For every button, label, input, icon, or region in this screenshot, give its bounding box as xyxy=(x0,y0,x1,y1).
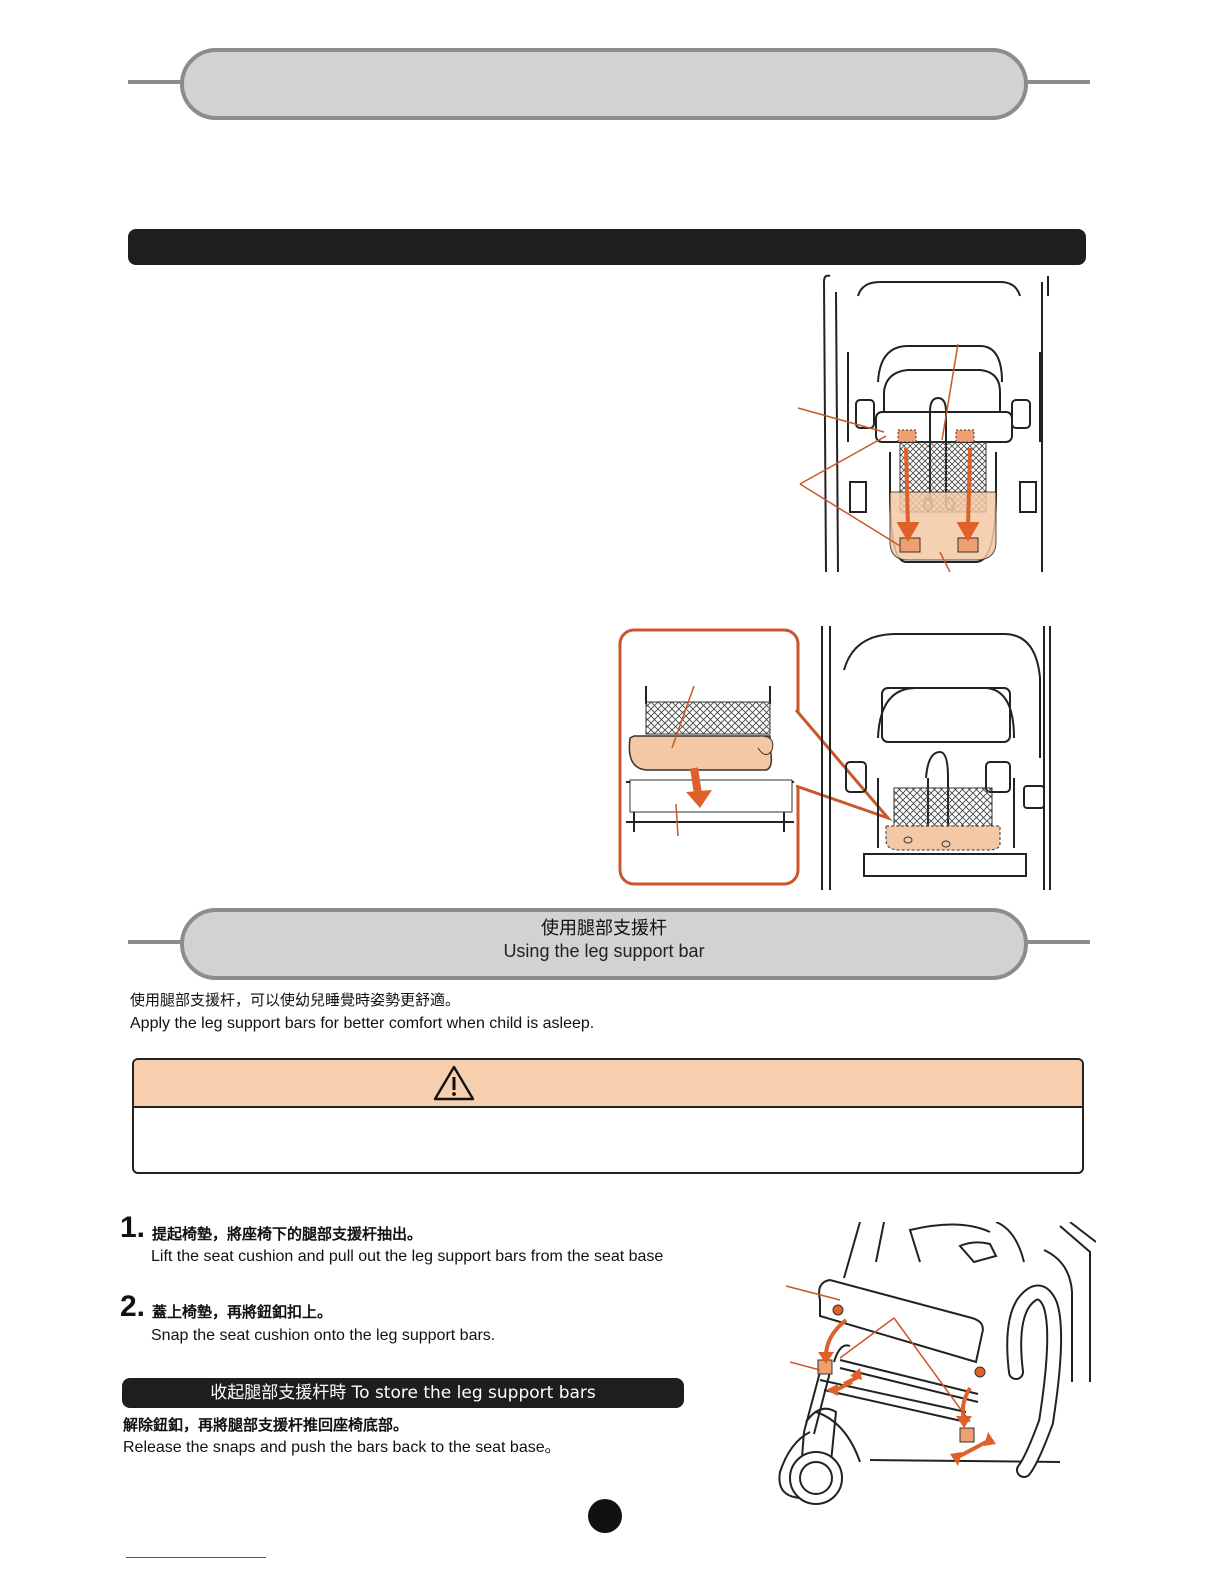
stroller-seat-illustration-1 xyxy=(797,274,1049,572)
store-text-en: Release the snaps and push the bars back… xyxy=(123,1439,561,1456)
section-header-line-left xyxy=(128,940,188,944)
step-1-number: 1. xyxy=(120,1211,146,1244)
intro-text-en: Apply the leg support bars for better co… xyxy=(130,1015,595,1032)
warning-triangle-icon xyxy=(433,1065,475,1101)
step-1-text-en: Lift the seat cushion and pull out the l… xyxy=(151,1248,664,1265)
warning-header xyxy=(134,1060,1082,1108)
store-text-zh: 解除鈕釦，再將腿部支援杆推回座椅底部。 xyxy=(123,1416,409,1434)
step-2-text-en: Snap the seat cushion onto the leg suppo… xyxy=(151,1327,496,1344)
top-header-pill xyxy=(180,48,1028,120)
section-header-line-right xyxy=(1024,940,1090,944)
top-header-line-left xyxy=(128,80,188,84)
section-title-zh: 使用腿部支援杆 xyxy=(541,918,667,939)
top-header-line-right xyxy=(1024,80,1090,84)
step-2-number: 2. xyxy=(120,1290,146,1323)
section-title-en: Using the leg support bar xyxy=(503,941,705,961)
page-number-dot xyxy=(588,1499,622,1533)
step-2-text-zh: 蓋上椅墊，再將鈕釦扣上。 xyxy=(152,1303,333,1321)
store-instruction-bar: 收起腿部支援杆時 To store the leg support bars xyxy=(122,1378,684,1408)
section-header-pill: 使用腿部支援杆 Using the leg support bar xyxy=(180,908,1028,980)
intro-text-zh: 使用腿部支援杆，可以使幼兒睡覺時姿勢更舒適。 xyxy=(130,991,461,1009)
leg-support-bar-illustration xyxy=(778,1222,1096,1505)
step-1-text-zh: 提起椅墊，將座椅下的腿部支援杆抽出。 xyxy=(152,1225,423,1243)
warning-box xyxy=(132,1058,1084,1174)
footer-link-line xyxy=(126,1557,266,1558)
stroller-seat-illustration-2 xyxy=(618,626,1051,890)
section-dark-bar xyxy=(128,229,1086,265)
